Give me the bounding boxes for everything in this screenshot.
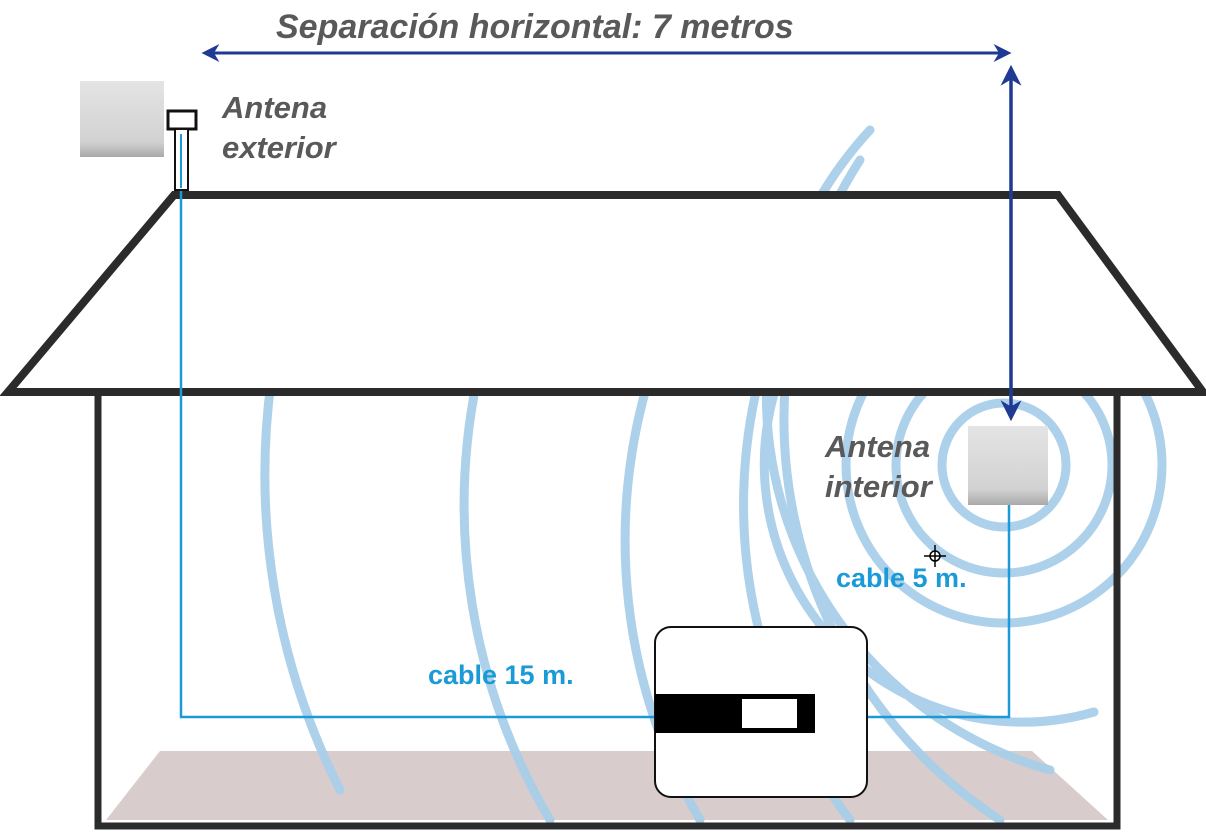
outdoor-cable-label: cable 15 m. bbox=[428, 660, 574, 690]
outdoor-antenna-label-line2: exterior bbox=[222, 130, 336, 165]
outdoor-antenna-label-line1: Antena bbox=[222, 90, 328, 125]
indoor-antenna-label: Antena interior bbox=[825, 427, 965, 507]
indoor-cable bbox=[867, 505, 1011, 719]
horizontal-separation-title: Separación horizontal: 7 metros bbox=[276, 8, 794, 46]
indoor-antenna bbox=[968, 426, 1048, 505]
indoor-antenna-label-line1: Antena bbox=[825, 429, 931, 464]
outdoor-cable bbox=[179, 190, 655, 719]
repeater-device bbox=[654, 626, 868, 798]
outdoor-antenna bbox=[80, 81, 198, 191]
outdoor-antenna-label: Antena exterior bbox=[222, 88, 382, 168]
indoor-antenna-label-line2: interior bbox=[825, 469, 932, 504]
indoor-cable-label: cable 5 m. bbox=[836, 563, 967, 593]
house-walls bbox=[94, 395, 1121, 830]
crosshair-move-cursor-icon bbox=[924, 545, 946, 567]
house-roof bbox=[0, 191, 1206, 396]
